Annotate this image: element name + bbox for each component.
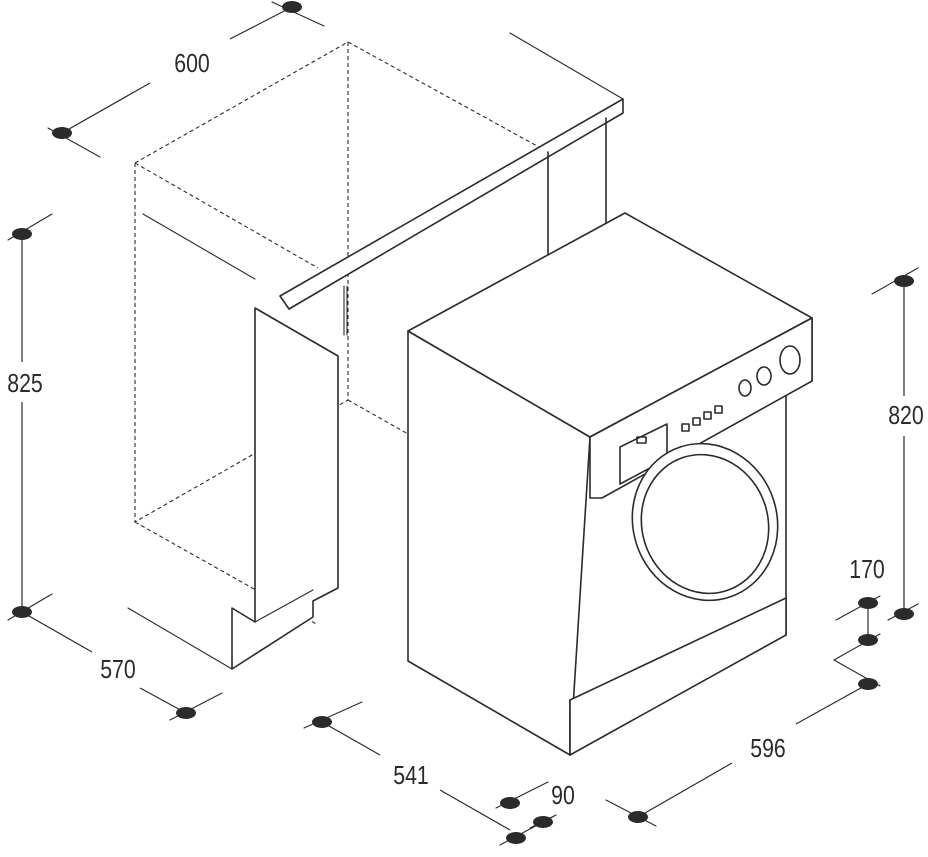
label-machine-height: 820 [888,401,924,431]
label-machine-depth: 541 [393,761,429,791]
machine-plinth [569,597,787,756]
cabinet-hidden-edges [134,41,549,626]
label-cabinet-width: 600 [174,49,210,79]
cabinet-side-panel [231,307,339,670]
drawer-handle [636,436,647,444]
cabinet-worktop [279,98,624,310]
worktop-back-edge [509,32,624,100]
program-buttons [681,405,723,432]
knob-small-2-icon [756,366,772,386]
label-plinth-depth: 90 [551,781,575,811]
washing-machine [407,212,813,756]
machine-door-outer [631,442,779,602]
machine-door-inner [640,453,770,595]
cabinet-leg-edge [127,213,314,670]
label-plinth-height: 170 [849,555,885,585]
knob-small-1-icon [738,379,752,397]
cabinet-back-panel [547,117,607,257]
label-machine-width: 596 [750,734,786,764]
label-cabinet-depth: 570 [100,655,136,685]
dimension-lines [7,1,919,846]
kitchen-cabinet [127,32,624,670]
cabinet-fixing-strip [343,285,348,336]
program-dial-icon [779,345,801,375]
label-cabinet-height: 825 [7,369,43,399]
